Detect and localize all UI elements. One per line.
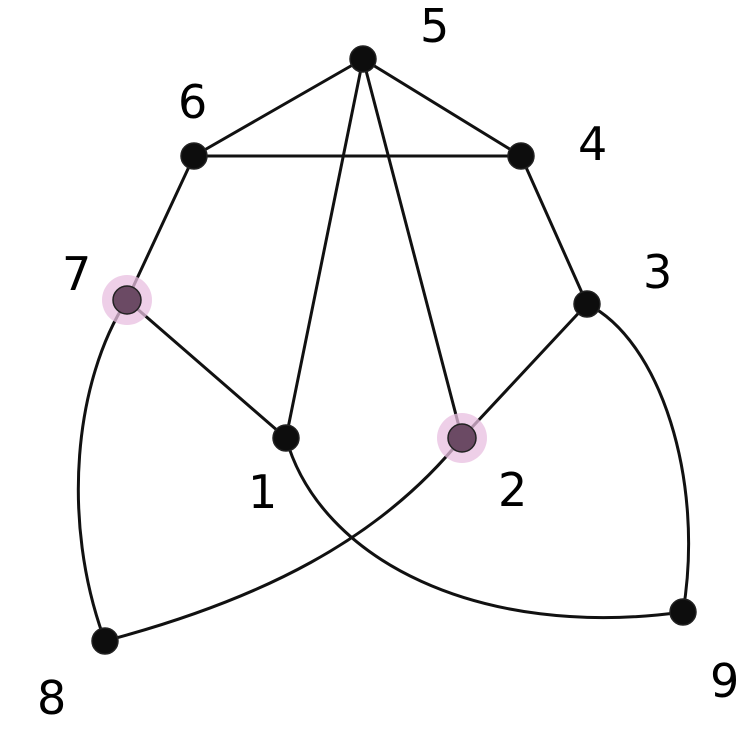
node-3: [573, 290, 601, 318]
edge-5-2: [361, 57, 464, 440]
node-7: [112, 285, 142, 315]
node-2: [447, 423, 477, 453]
edge-2-8: [103, 436, 464, 643]
node-9: [669, 598, 697, 626]
node-6: [180, 142, 208, 170]
edge-1-9: [284, 436, 685, 620]
node-label-9: 9: [710, 654, 739, 708]
node-label-1: 1: [248, 465, 277, 519]
nodes-layer: [91, 45, 697, 655]
node-label-5: 5: [420, 0, 449, 53]
node-label-7: 7: [62, 247, 91, 301]
edge-3-2: [460, 302, 589, 440]
node-label-2: 2: [498, 463, 527, 517]
node-5: [349, 45, 377, 73]
node-4: [507, 142, 535, 170]
edge-3-9: [585, 302, 691, 614]
node-label-6: 6: [178, 75, 207, 129]
edge-5-1: [284, 57, 365, 440]
node-label-8: 8: [37, 671, 66, 725]
edge-7-1: [125, 298, 288, 440]
edge-7-8: [76, 298, 129, 643]
labels-layer: 1 2 3 4 5 6 7 8 9: [37, 0, 739, 725]
edge-4-3: [519, 154, 589, 306]
edge-5-6: [192, 57, 365, 158]
edge-6-7: [125, 154, 196, 302]
node-label-3: 3: [643, 245, 672, 299]
edge-5-4: [361, 57, 523, 158]
node-label-4: 4: [578, 117, 607, 171]
node-1: [272, 424, 300, 452]
edges-layer: [76, 57, 691, 643]
node-8: [91, 627, 119, 655]
